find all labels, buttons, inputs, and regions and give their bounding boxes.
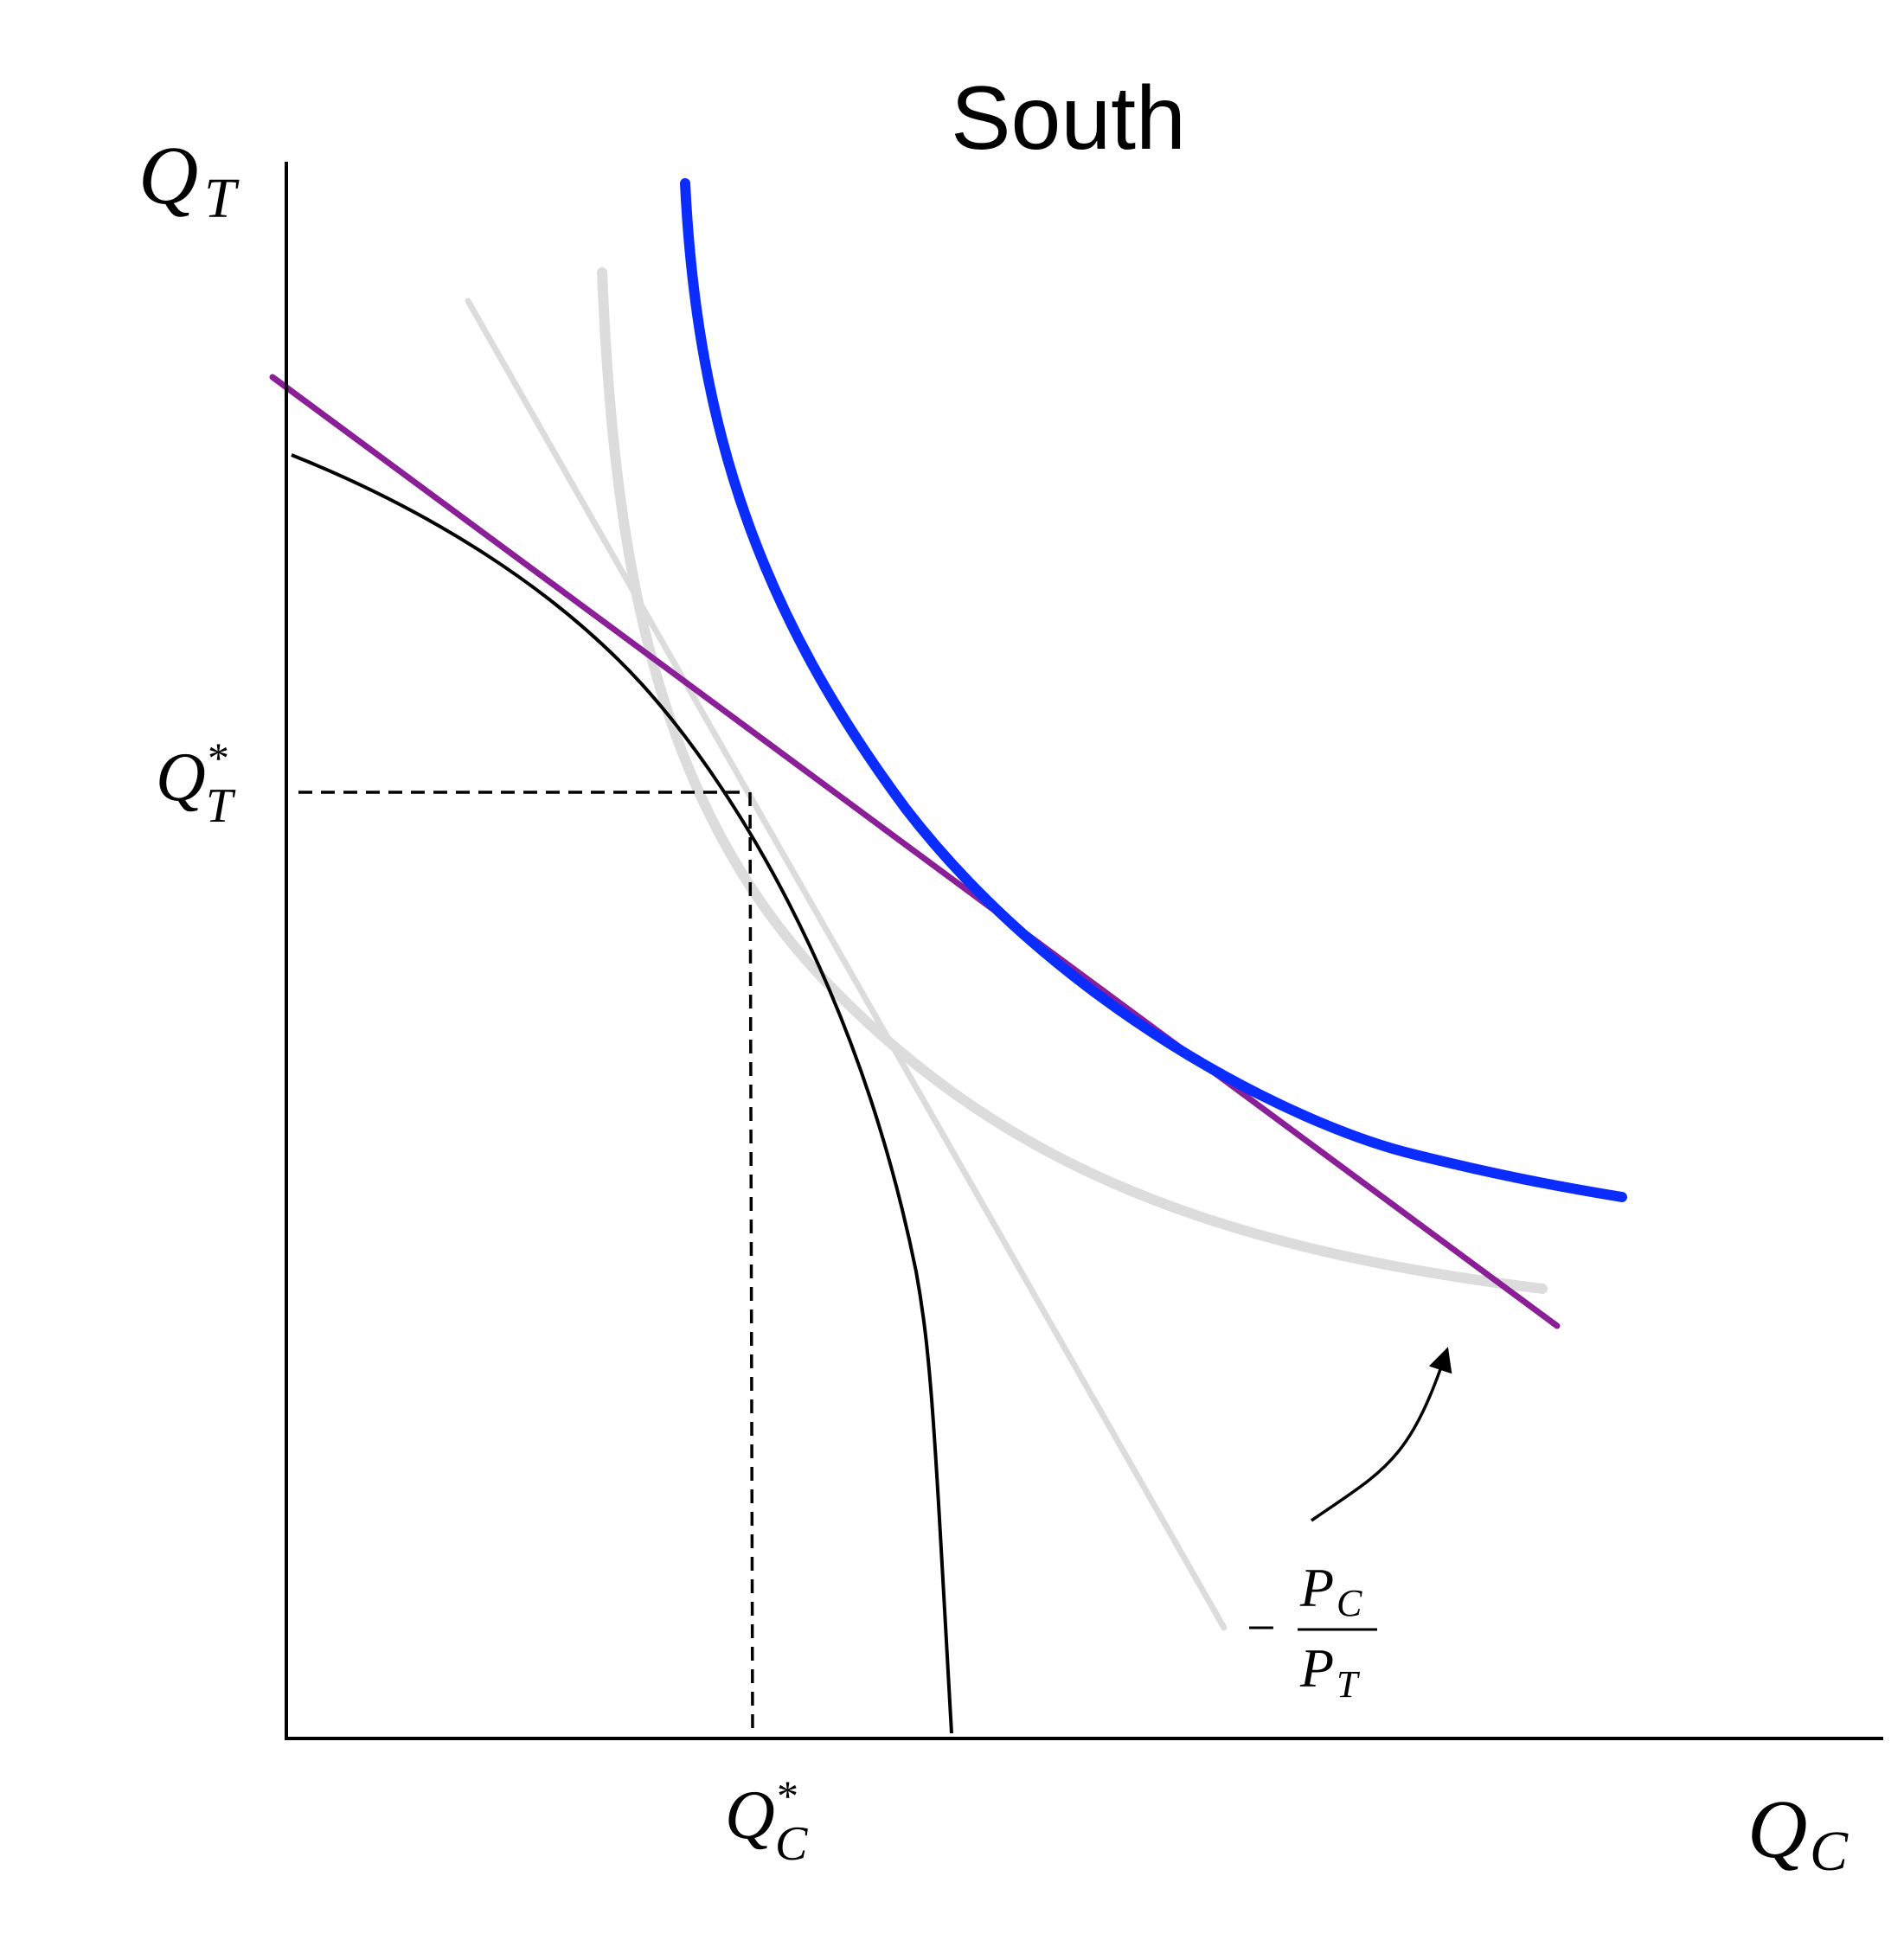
- svg-text:−: −: [1247, 1599, 1276, 1656]
- indifference-curve-high: [680, 178, 1627, 1202]
- svg-text:*: *: [777, 1771, 798, 1820]
- y-axis-label: Q T: [138, 129, 240, 230]
- svg-text:P: P: [1299, 1637, 1334, 1699]
- svg-text:C: C: [1810, 1820, 1849, 1883]
- qt-star-label: Q * T: [156, 733, 236, 833]
- old-relative-price-line: [465, 298, 1228, 1631]
- diagram-title: South: [951, 68, 1186, 169]
- svg-text:Q: Q: [138, 129, 198, 221]
- svg-text:Q: Q: [725, 1777, 775, 1854]
- indifference-curve-faded: [597, 267, 1548, 1294]
- qc-star-label: Q * C: [725, 1771, 808, 1871]
- relative-price-line: [269, 374, 1561, 1329]
- price-ratio-arrow: [1311, 1347, 1452, 1522]
- x-axis-label: Q C: [1747, 1783, 1849, 1883]
- svg-text:P: P: [1299, 1557, 1334, 1618]
- svg-text:T: T: [204, 167, 240, 230]
- svg-text:T: T: [1337, 1663, 1361, 1706]
- svg-text:C: C: [775, 1817, 808, 1871]
- price-ratio-label: − P C P T: [1247, 1557, 1377, 1706]
- svg-text:Q: Q: [1747, 1783, 1807, 1875]
- svg-text:T: T: [206, 779, 236, 833]
- svg-text:Q: Q: [156, 740, 206, 816]
- qc-star-guide-line: [748, 791, 754, 1739]
- svg-text:C: C: [1337, 1582, 1362, 1624]
- production-possibility-frontier: [291, 453, 953, 1734]
- svg-text:*: *: [208, 733, 229, 782]
